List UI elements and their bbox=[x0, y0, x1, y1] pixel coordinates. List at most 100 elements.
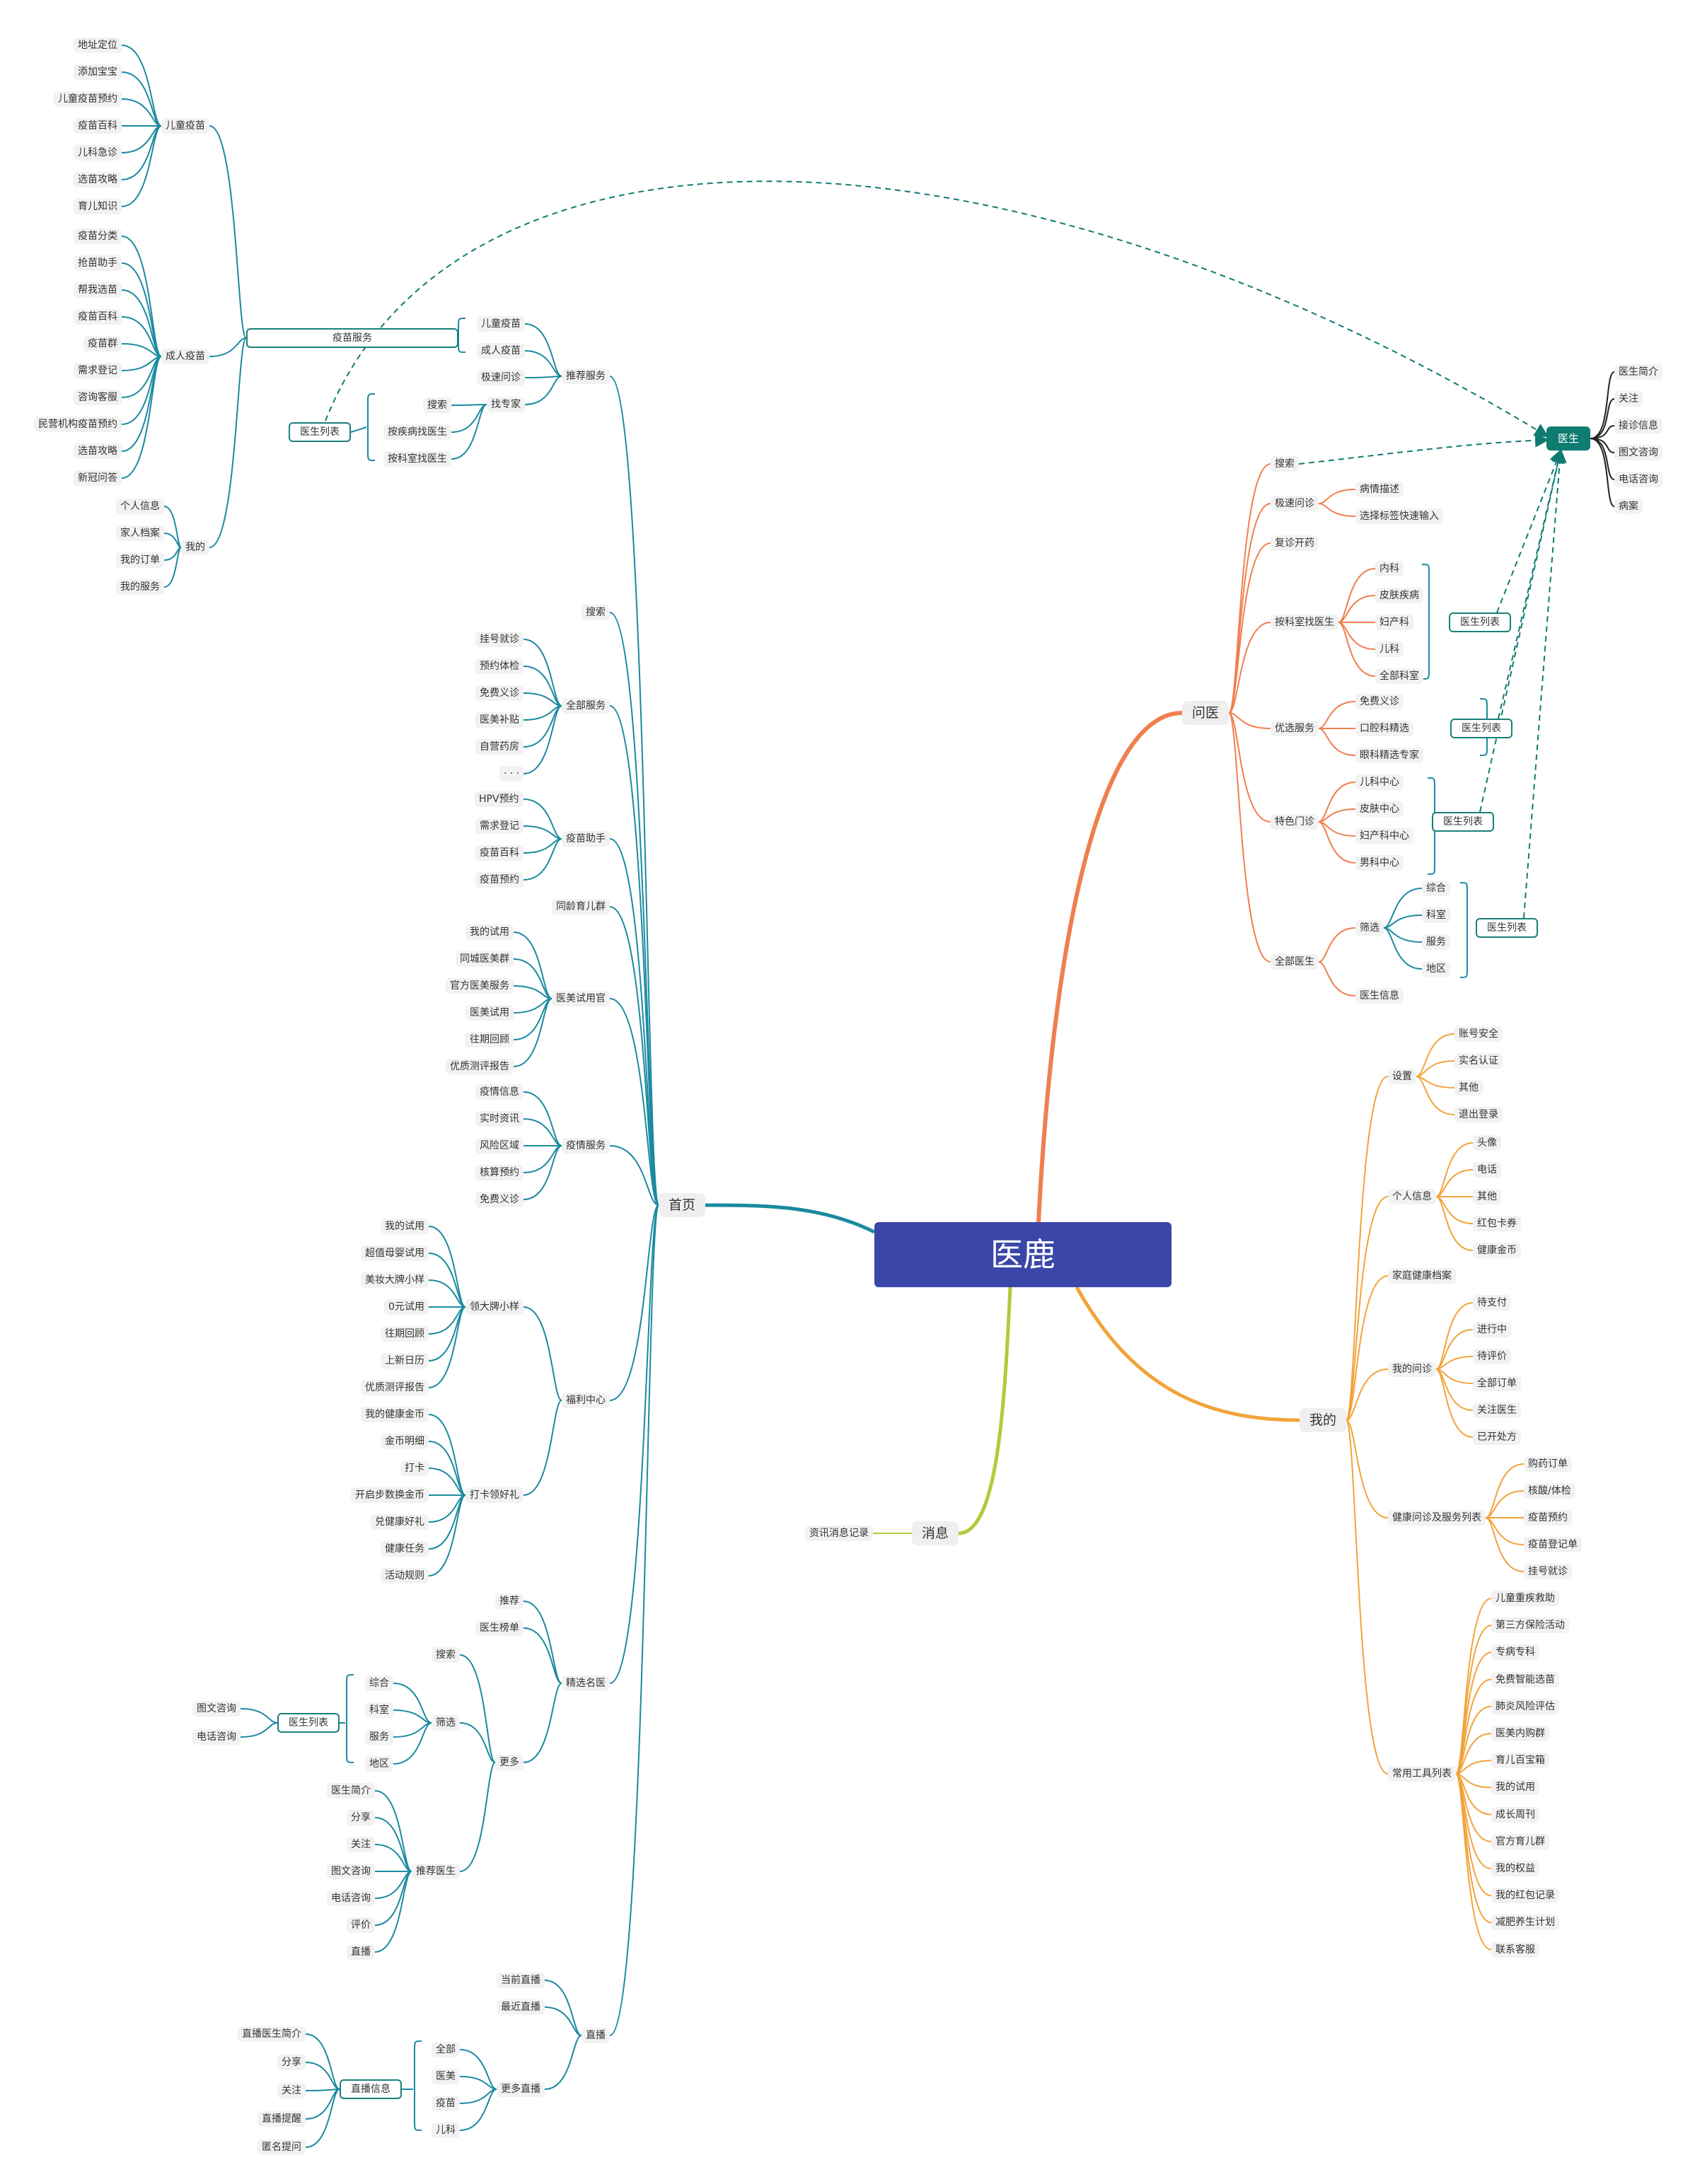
all-doctors-item[interactable]: 筛选 bbox=[1355, 920, 1384, 936]
message-item[interactable]: 资讯消息记录 bbox=[805, 1526, 873, 1541]
doctor-detail-item[interactable]: 电话咨询 bbox=[1614, 472, 1662, 487]
vaccine-child[interactable]: 儿童疫苗 bbox=[161, 118, 209, 134]
sample-item[interactable]: 优质测评报告 bbox=[361, 1380, 429, 1395]
sample-item[interactable]: 超值母婴试用 bbox=[361, 1245, 429, 1261]
trial-item[interactable]: 官方医美服务 bbox=[446, 978, 514, 994]
all-service-item[interactable]: 预约体检 bbox=[475, 658, 523, 674]
filter-item[interactable]: 科室 bbox=[365, 1702, 393, 1718]
department-item[interactable]: 内科 bbox=[1375, 561, 1404, 576]
top-doctor-item[interactable]: 更多 bbox=[495, 1755, 523, 1770]
ask-item[interactable]: 全部医生 bbox=[1271, 954, 1319, 970]
live-item[interactable]: 当前直播 bbox=[497, 1973, 545, 1988]
all-service-item[interactable]: · · · bbox=[499, 766, 524, 782]
more-item[interactable]: 推荐医生 bbox=[412, 1864, 460, 1879]
filter-item[interactable]: 综合 bbox=[365, 1675, 393, 1691]
recommend-item[interactable]: 找专家 bbox=[487, 397, 525, 412]
tool-item[interactable]: 第三方保险活动 bbox=[1491, 1617, 1569, 1634]
top-doctor-item[interactable]: 推荐 bbox=[495, 1593, 523, 1609]
tool-item[interactable]: 联系客服 bbox=[1491, 1941, 1539, 1958]
checkin-item[interactable]: 我的健康金币 bbox=[361, 1407, 429, 1422]
checkin-item[interactable]: 打卡 bbox=[400, 1460, 429, 1476]
recommend-item[interactable]: 成人疫苗 bbox=[477, 343, 525, 359]
adult-vaccine-item[interactable]: 抢苗助手 bbox=[74, 255, 122, 271]
trial-item[interactable]: 同城医美群 bbox=[456, 951, 514, 967]
sample-item[interactable]: 上新日历 bbox=[381, 1353, 429, 1369]
adult-vaccine-item[interactable]: 选苗攻略 bbox=[74, 443, 122, 459]
filter-item[interactable]: 地区 bbox=[365, 1756, 393, 1772]
all-service-item[interactable]: 自营药房 bbox=[475, 739, 523, 755]
main-branch-mine[interactable]: 我的 bbox=[1300, 1408, 1347, 1432]
tool-item[interactable]: 免费智能选苗 bbox=[1491, 1671, 1559, 1688]
epidemic-item[interactable]: 风险区域 bbox=[475, 1138, 523, 1154]
profile-item[interactable]: 电话 bbox=[1473, 1162, 1501, 1178]
quick-consult-item[interactable]: 选择标签快速输入 bbox=[1355, 509, 1443, 524]
epidemic-item[interactable]: 疫情信息 bbox=[475, 1084, 523, 1100]
live-more-item[interactable]: 医美 bbox=[432, 2069, 460, 2084]
child-vaccine-item[interactable]: 育儿知识 bbox=[74, 199, 122, 214]
home-parent-group[interactable]: 同龄育儿群 bbox=[552, 899, 610, 914]
home-live[interactable]: 直播 bbox=[582, 2028, 610, 2043]
live-info-item[interactable]: 关注 bbox=[277, 2083, 306, 2098]
recommend-item[interactable]: 极速问诊 bbox=[477, 370, 525, 385]
consult-item[interactable]: 进行中 bbox=[1473, 1322, 1511, 1337]
vaccine-service-box[interactable]: 疫苗服务 bbox=[246, 328, 458, 348]
adult-vaccine-item[interactable]: 民营机构疫苗预约 bbox=[34, 417, 122, 432]
profile-item[interactable]: 健康金币 bbox=[1473, 1243, 1521, 1258]
service-item[interactable]: 疫苗预约 bbox=[1524, 1510, 1572, 1526]
consult-item[interactable]: 已开处方 bbox=[1473, 1429, 1521, 1445]
profile-item[interactable]: 红包卡券 bbox=[1473, 1216, 1521, 1231]
tool-item[interactable]: 官方育儿群 bbox=[1491, 1833, 1549, 1849]
doctor-detail-item[interactable]: 图文咨询 bbox=[1614, 445, 1662, 460]
mine-item[interactable]: 个人信息 bbox=[1388, 1189, 1436, 1204]
live-info-item[interactable]: 直播医生简介 bbox=[238, 2026, 306, 2042]
child-vaccine-item[interactable]: 儿童疫苗预约 bbox=[54, 91, 122, 107]
ask-item[interactable]: 搜索 bbox=[1271, 456, 1299, 472]
department-item[interactable]: 儿科 bbox=[1375, 641, 1404, 657]
live-item[interactable]: 更多直播 bbox=[497, 2081, 545, 2097]
tool-item[interactable]: 我的权益 bbox=[1491, 1861, 1539, 1876]
checkin-item[interactable]: 金币明细 bbox=[381, 1434, 429, 1449]
ask-filter-item[interactable]: 地区 bbox=[1422, 961, 1450, 977]
ask-item[interactable]: 极速问诊 bbox=[1271, 496, 1319, 511]
mine-item[interactable]: 健康问诊及服务列表 bbox=[1388, 1510, 1486, 1526]
settings-item[interactable]: 账号安全 bbox=[1454, 1026, 1503, 1042]
trial-item[interactable]: 医美试用 bbox=[465, 1005, 514, 1021]
doctor-node[interactable]: 医生 bbox=[1546, 426, 1591, 451]
settings-item[interactable]: 实名认证 bbox=[1454, 1053, 1503, 1069]
top-doctor-item[interactable]: 医生榜单 bbox=[475, 1620, 523, 1636]
checkin-item[interactable]: 兑健康好礼 bbox=[371, 1514, 429, 1530]
doctor-list-box[interactable]: 医生列表 bbox=[289, 422, 351, 442]
doctor-list-box[interactable]: 医生列表 bbox=[1476, 918, 1538, 938]
root-node[interactable]: 医鹿 bbox=[874, 1222, 1172, 1287]
home-trial[interactable]: 医美试用官 bbox=[552, 991, 610, 1006]
doctor-detail-item[interactable]: 医生简介 bbox=[1614, 364, 1662, 380]
all-service-item[interactable]: 挂号就诊 bbox=[475, 632, 523, 647]
profile-item[interactable]: 头像 bbox=[1473, 1135, 1501, 1151]
quick-consult-item[interactable]: 病情描述 bbox=[1355, 482, 1404, 497]
home-vaccine-helper[interactable]: 疫苗助手 bbox=[562, 831, 610, 847]
mine-item[interactable]: 我的问诊 bbox=[1388, 1361, 1436, 1377]
live-more-item[interactable]: 全部 bbox=[432, 2042, 460, 2057]
welfare-samples[interactable]: 领大牌小样 bbox=[465, 1299, 523, 1315]
profile-item[interactable]: 其他 bbox=[1473, 1189, 1501, 1204]
preferred-item[interactable]: 口腔科精选 bbox=[1355, 721, 1413, 736]
adult-vaccine-item[interactable]: 新冠问答 bbox=[74, 470, 122, 486]
consult-item[interactable]: 全部订单 bbox=[1473, 1376, 1521, 1391]
checkin-item[interactable]: 健康任务 bbox=[381, 1541, 429, 1557]
sample-item[interactable]: 0元试用 bbox=[384, 1299, 429, 1315]
ask-item[interactable]: 复诊开药 bbox=[1271, 535, 1319, 551]
epidemic-item[interactable]: 核算预约 bbox=[475, 1165, 523, 1180]
service-item[interactable]: 购药订单 bbox=[1524, 1456, 1572, 1472]
tool-item[interactable]: 医美内购群 bbox=[1491, 1726, 1549, 1741]
doctor-list-box[interactable]: 医生列表 bbox=[277, 1713, 340, 1733]
epidemic-item[interactable]: 实时资讯 bbox=[475, 1111, 523, 1127]
recommend-item[interactable]: 儿童疫苗 bbox=[477, 316, 525, 332]
doctor-list-box[interactable]: 医生列表 bbox=[1450, 719, 1512, 738]
special-clinic-item[interactable]: 妇产科中心 bbox=[1355, 828, 1413, 844]
epidemic-item[interactable]: 免费义诊 bbox=[475, 1192, 523, 1207]
trial-item[interactable]: 往期回顾 bbox=[465, 1032, 514, 1047]
doctor-list-box[interactable]: 医生列表 bbox=[1449, 612, 1511, 632]
ask-filter-item[interactable]: 综合 bbox=[1422, 881, 1450, 896]
adult-vaccine-item[interactable]: 疫苗群 bbox=[83, 336, 122, 352]
recommended-doctor-item[interactable]: 分享 bbox=[347, 1810, 375, 1825]
